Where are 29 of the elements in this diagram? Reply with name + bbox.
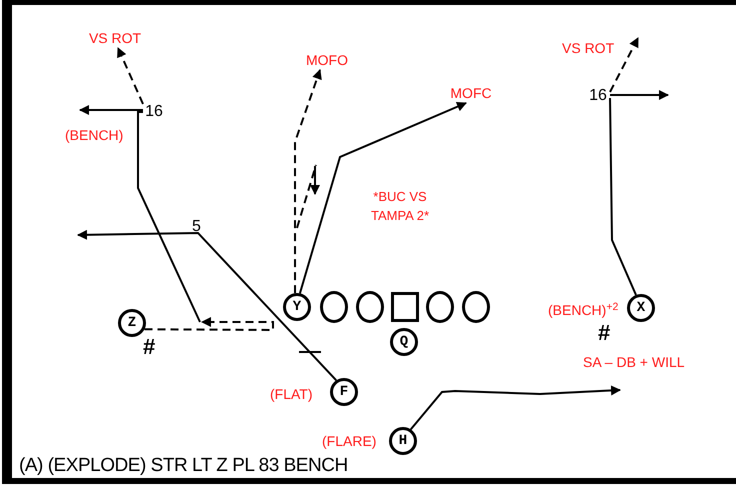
route-arrow [79, 105, 143, 115]
route-number: 5 [192, 217, 201, 237]
route-note: MOFO [303, 50, 351, 70]
dashed-route-arrow [117, 47, 144, 104]
route-note: MOFC [446, 83, 496, 103]
route-number: 16 [143, 102, 165, 122]
note-text: SA – DB + WILL [583, 353, 685, 372]
route-number: 16 [586, 86, 610, 106]
note-text: (BENCH) [65, 126, 124, 145]
lineman-circle [426, 291, 454, 323]
dashed-route-arrow [294, 69, 322, 294]
route-arrow [410, 385, 621, 430]
route-arrow [610, 90, 669, 100]
note-text: *BUC VS TAMPA 2* [370, 188, 430, 225]
note-text: (FLARE) [322, 432, 376, 451]
dashed-route-arrow [144, 317, 274, 331]
route-note: VS ROT [562, 39, 614, 58]
route-arrow [298, 102, 467, 294]
lineman-circle [356, 291, 384, 323]
play-caption: (A) (EXPLODE) STR LT Z PL 83 BENCH [19, 454, 348, 478]
note-text: (FLAT) [270, 385, 313, 404]
hash-mark: # [598, 322, 610, 344]
hash-mark: # [143, 336, 156, 358]
note-text: (BENCH)$^{+2}$ [548, 300, 618, 320]
dashed-route-arrow [609, 37, 639, 92]
route-note: VS ROT [83, 28, 147, 48]
lineman-circle [320, 291, 348, 323]
center-square [391, 292, 419, 322]
lineman-circle [462, 291, 490, 323]
